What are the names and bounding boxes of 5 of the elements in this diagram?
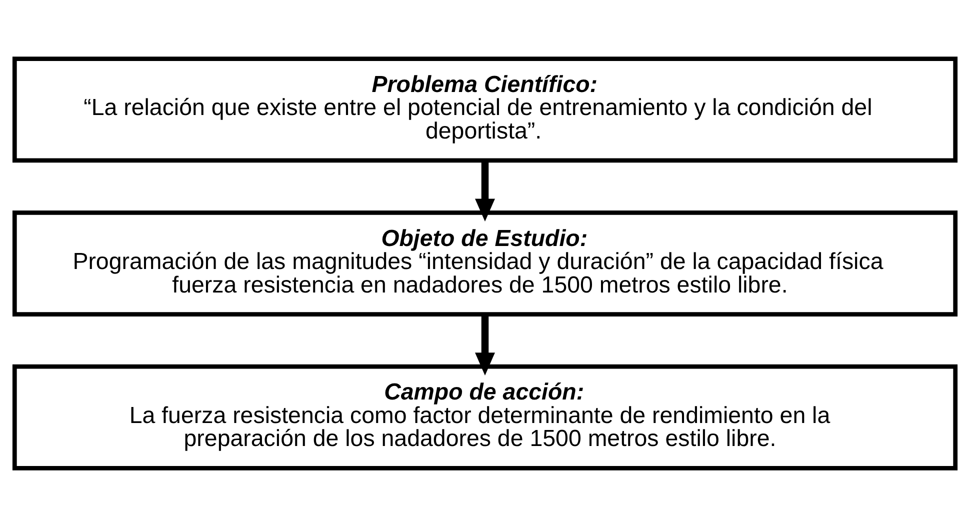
node-box: Campo de acción: La fuerza resistencia como factor determinante de rendimiento en la preparación de los nadadores de 1500 metros estilo libre. xyxy=(12,364,958,470)
arrow xyxy=(475,314,495,376)
node-box: Problema Científico: “La relación que existe entre el potencial de entrenamiento y la condición del deportista”. xyxy=(12,56,958,163)
node-box: Objeto de Estudio: Programación de las magnitudes “intensidad y duración” de la capacidad física fuerza resistencia en nadadores de 1500 metros estilo libre. xyxy=(12,210,958,316)
arrow xyxy=(475,160,495,222)
